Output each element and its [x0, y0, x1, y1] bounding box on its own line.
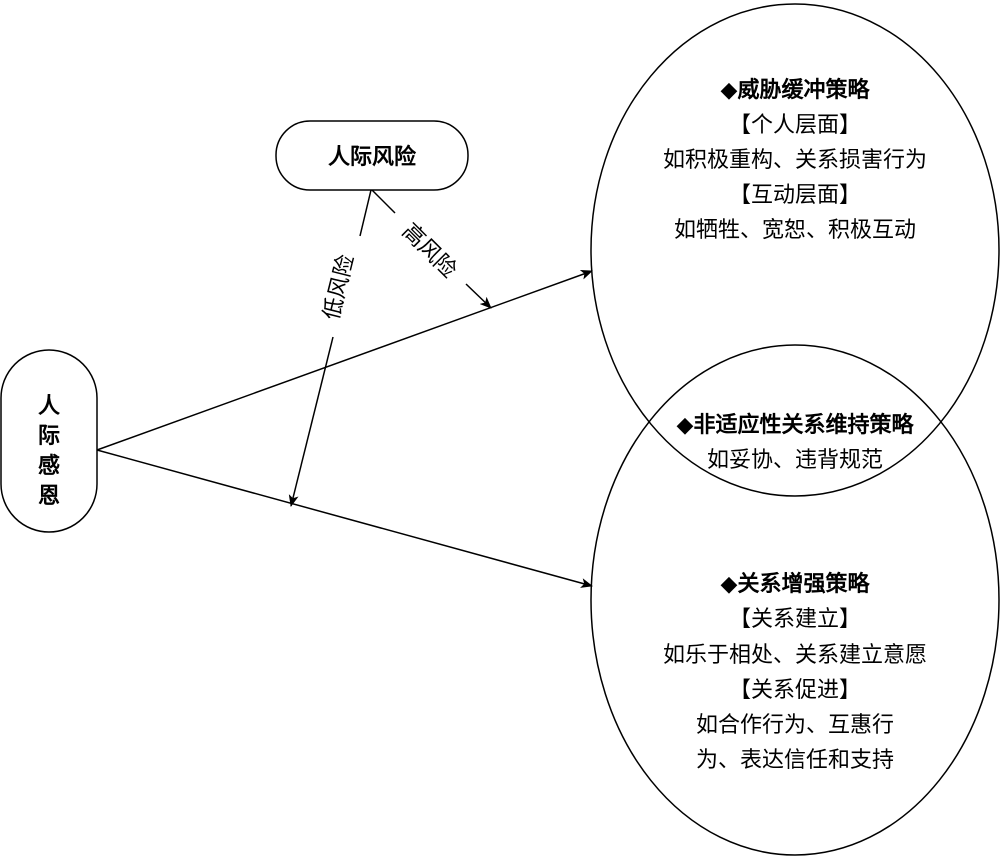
high-risk-label: 高风险 [397, 219, 461, 283]
enhancement-ellipse [590, 344, 1000, 856]
gratitude-char: 感 [38, 453, 60, 479]
enhancement-line: 【关系建立】 [729, 607, 861, 632]
enhancement-line: 【关系促进】 [729, 678, 861, 703]
low-risk-label: 低风险 [319, 252, 359, 322]
gratitude-char: 际 [38, 424, 60, 449]
low-risk-arrow [288, 336, 334, 507]
high-risk-arrow [465, 283, 492, 309]
enhancement-title: ◆关系增强策略 [721, 571, 871, 597]
threat-buffer-ellipse [590, 3, 1000, 497]
maladaptive-title: ◆非适应性关系维持策略 [677, 412, 915, 438]
arrow-to-threat-buffer [96, 270, 593, 451]
threat-buffer-line: 【个人层面】 [729, 113, 861, 138]
arrow-to-enhancement [96, 449, 593, 588]
enhancement-line: 如乐于相处、关系建立意愿 [663, 643, 927, 668]
low-risk-line-top [359, 189, 372, 237]
enhancement-line: 为、表达信任和支持 [696, 748, 894, 773]
gratitude-char: 恩 [38, 484, 60, 509]
threat-buffer-line: 如牺牲、宽恕、积极互动 [674, 218, 916, 243]
threat-buffer-title: ◆威胁缓冲策略 [721, 77, 871, 103]
high-risk-line-top [371, 189, 396, 214]
gratitude-node [0, 349, 98, 533]
threat-buffer-line: 如积极重构、关系损害行为 [663, 148, 927, 173]
gratitude-char: 人 [38, 394, 60, 419]
maladaptive-line: 如妥协、违背规范 [707, 448, 883, 473]
threat-buffer-line: 【互动层面】 [729, 183, 861, 208]
risk-node-label: 人际风险 [328, 144, 417, 170]
enhancement-line: 如合作行为、互惠行 [696, 713, 894, 738]
